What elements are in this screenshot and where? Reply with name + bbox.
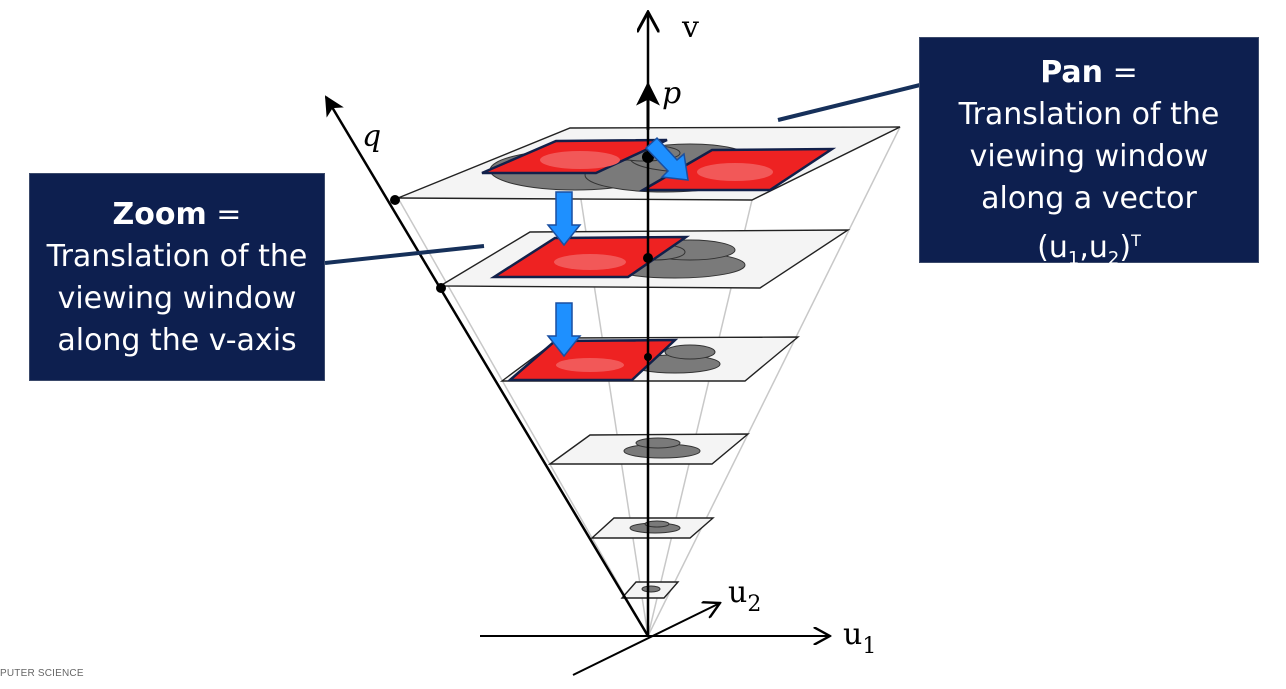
pan-callout: Pan = Translation of the viewing window …: [919, 37, 1259, 269]
q-axis-dot-1: [390, 195, 400, 205]
pan-term: Pan: [1040, 55, 1104, 90]
zoom-line-2: viewing window: [57, 281, 297, 316]
zoom-arrow-1: [546, 191, 582, 247]
pan-arrow: [644, 136, 689, 181]
zoom-line-3: along the v-axis: [57, 323, 297, 358]
frustum-edges: [397, 126, 901, 637]
pan-connector: [777, 83, 921, 122]
pan-line-3: along a vector: [981, 181, 1197, 216]
u2-label: u2: [728, 575, 761, 617]
u1-label: u1: [843, 617, 876, 659]
zoom-line-1: Translation of the: [46, 239, 308, 274]
footer-text: PUTER SCIENCE: [0, 668, 84, 679]
q-axis-dot-2: [436, 283, 446, 293]
pan-line-1: Translation of the: [958, 97, 1220, 132]
u2-axis: [572, 603, 720, 676]
zoom-callout: Zoom = Translation of the viewing window…: [29, 173, 325, 381]
p-label: p: [662, 76, 681, 111]
zoom-connector: [324, 244, 485, 265]
zoom-arrow-2: [546, 302, 582, 358]
pan-line-2: viewing window: [969, 139, 1209, 174]
zoom-term: Zoom: [112, 197, 207, 232]
q-label: q: [362, 119, 381, 154]
pan-vector: (u1,u2)T: [1037, 230, 1141, 269]
zoom-arrows: [546, 191, 582, 358]
q-axis: [324, 95, 650, 637]
v-axis-label: v: [681, 10, 699, 45]
